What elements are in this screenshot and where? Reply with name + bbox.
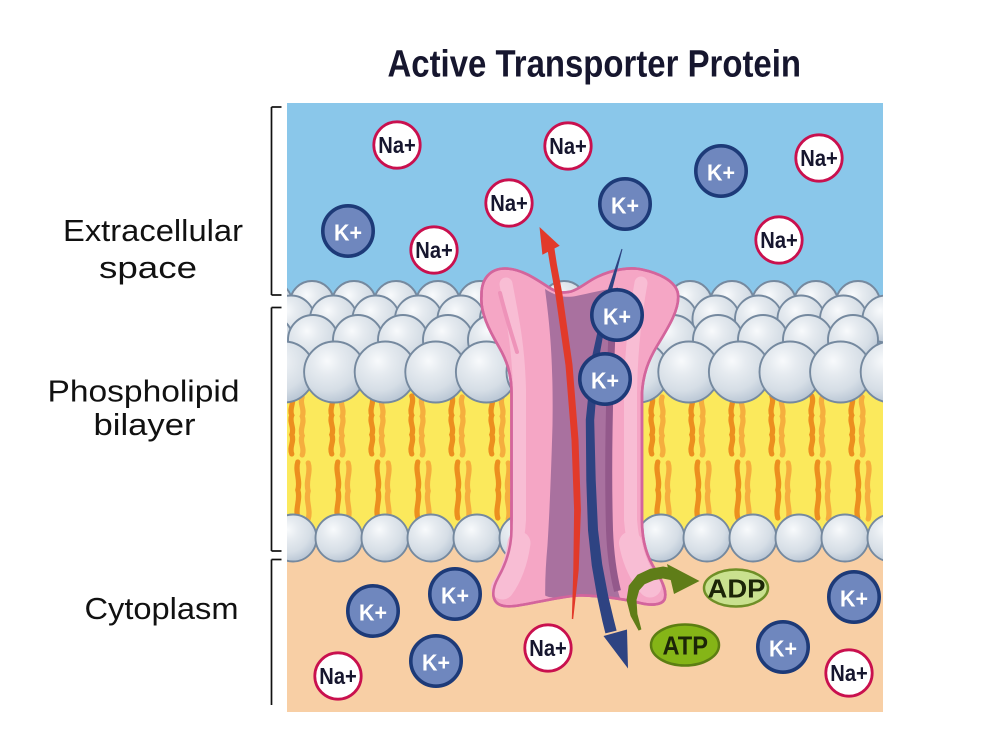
svg-text:Na+: Na+ — [529, 635, 567, 661]
svg-text:Na+: Na+ — [760, 227, 798, 253]
svg-text:K+: K+ — [603, 304, 631, 330]
svg-text:K+: K+ — [707, 160, 735, 186]
svg-text:Extracellular: Extracellular — [63, 213, 243, 248]
svg-text:ATP: ATP — [663, 631, 709, 661]
svg-text:Phospholipid: Phospholipid — [48, 374, 240, 409]
svg-text:ADP: ADP — [708, 574, 766, 604]
svg-text:Na+: Na+ — [549, 133, 587, 159]
svg-text:K+: K+ — [611, 193, 639, 219]
svg-text:Na+: Na+ — [800, 145, 838, 171]
svg-text:K+: K+ — [441, 583, 469, 609]
svg-text:Na+: Na+ — [830, 660, 868, 686]
svg-text:K+: K+ — [840, 586, 868, 612]
svg-text:Na+: Na+ — [319, 663, 357, 689]
svg-text:K+: K+ — [769, 636, 797, 662]
svg-text:K+: K+ — [422, 650, 450, 676]
svg-text:Na+: Na+ — [415, 237, 453, 263]
svg-text:K+: K+ — [591, 368, 619, 394]
svg-text:Cytoplasm: Cytoplasm — [85, 591, 239, 626]
svg-text:Active Transporter Protein: Active Transporter Protein — [388, 44, 802, 86]
svg-text:space: space — [99, 250, 197, 285]
svg-text:K+: K+ — [334, 220, 362, 246]
svg-text:K+: K+ — [359, 600, 387, 626]
svg-text:Na+: Na+ — [490, 190, 528, 216]
svg-text:bilayer: bilayer — [94, 407, 196, 442]
svg-text:Na+: Na+ — [378, 132, 416, 158]
